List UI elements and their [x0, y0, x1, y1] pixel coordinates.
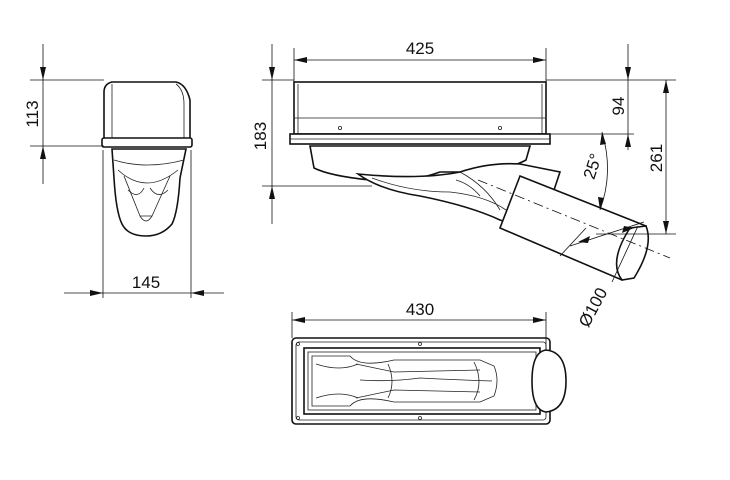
dim-side-height: 113: [23, 100, 42, 127]
side-view: 113 145: [23, 44, 224, 298]
dim-pipe-diameter: Ø100: [575, 285, 611, 331]
dim-front-right-upper: 94: [609, 97, 628, 116]
dim-front-top-width: 425: [406, 39, 434, 58]
front-view: 425 183 94 261 25° Ø100: [251, 39, 676, 330]
plan-view: 430: [291, 300, 567, 425]
dim-front-total-height: 183: [251, 122, 270, 150]
dim-front-right-total: 261: [647, 144, 666, 172]
dim-side-width: 145: [132, 273, 160, 292]
dim-angle: 25°: [580, 151, 606, 181]
dim-plan-length: 430: [406, 300, 434, 319]
